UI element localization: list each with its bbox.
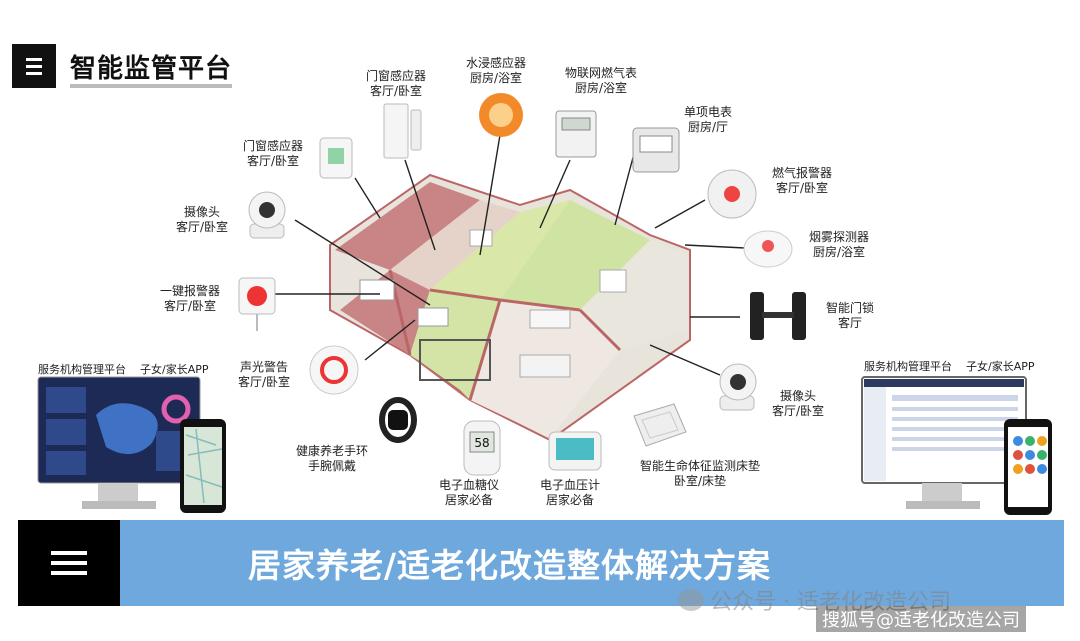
glucose-reading: 58 bbox=[474, 436, 489, 450]
device-name: 水浸感应器 bbox=[466, 56, 527, 70]
device-name: 门窗感应器 bbox=[243, 139, 304, 153]
wechat-watermark-text: 公众号 · 适老化改造公司 bbox=[710, 590, 951, 615]
device-name: 摄像头 bbox=[780, 389, 817, 403]
right-dashboard-monitor bbox=[861, 376, 1052, 515]
device-name: 摄像头 bbox=[184, 205, 221, 219]
device-room: 客厅/卧室 bbox=[246, 154, 300, 168]
alarm-siren-icon bbox=[309, 345, 359, 395]
device-room: 厨房/浴室 bbox=[574, 81, 628, 95]
sohu-watermark: 搜狐号@适老化改造公司 bbox=[816, 606, 1026, 632]
smoke-detector-label: 烟雾探测器 厨房/浴室 bbox=[809, 230, 869, 260]
right-platform-app-label: 子女/家长APP bbox=[966, 360, 1035, 373]
electric-meter-label: 单项电表 厨房/厅 bbox=[684, 105, 732, 135]
menu-icon[interactable] bbox=[12, 44, 56, 88]
smoke-detector-icon bbox=[743, 230, 793, 268]
camera-icon bbox=[719, 363, 757, 411]
device-name: 智能生命体征监测床垫 bbox=[640, 459, 761, 473]
water-sensor-label: 水浸感应器 厨房/浴室 bbox=[466, 56, 526, 86]
device-room: 客厅 bbox=[838, 316, 863, 330]
device-room: 客厅/卧室 bbox=[369, 84, 423, 98]
glucose-meter-icon: 58 bbox=[463, 420, 501, 476]
left-dashboard-monitor bbox=[37, 376, 226, 513]
device-room: 手腕佩戴 bbox=[308, 459, 357, 473]
wechat-icon bbox=[678, 589, 704, 611]
electric-meter-icon bbox=[632, 127, 680, 173]
device-room: 卧室/床垫 bbox=[673, 474, 727, 488]
device-name: 电子血糖仪 bbox=[439, 478, 500, 492]
wristband-icon bbox=[379, 397, 417, 443]
vital-mattress-label: 智能生命体征监测床垫 卧室/床垫 bbox=[640, 459, 760, 489]
door-sensor-small-icon bbox=[319, 137, 353, 179]
device-name: 一键报警器 bbox=[160, 284, 221, 298]
device-name: 物联网燃气表 bbox=[565, 66, 638, 80]
device-room: 客厅/卧室 bbox=[176, 220, 229, 234]
device-name: 智能门锁 bbox=[826, 301, 875, 315]
device-room: 居家必备 bbox=[546, 493, 595, 507]
sound-light-alarm-label: 声光警告 客厅/卧室 bbox=[238, 360, 290, 390]
door-sensor-icon bbox=[383, 103, 422, 159]
left-platform-app-label: 子女/家长APP bbox=[140, 363, 209, 376]
device-room: 客厅/卧室 bbox=[772, 404, 825, 418]
gas-meter-label: 物联网燃气表 厨房/浴室 bbox=[565, 66, 637, 96]
smart-lock-label: 智能门锁 客厅 bbox=[826, 301, 874, 331]
device-room: 厨房/厅 bbox=[687, 120, 729, 134]
device-name: 燃气报警器 bbox=[772, 166, 833, 180]
device-name: 电子血压计 bbox=[540, 478, 601, 492]
gas-alarm-label: 燃气报警器 客厅/卧室 bbox=[772, 166, 832, 196]
title-underline bbox=[70, 84, 232, 88]
device-name: 声光警告 bbox=[240, 360, 289, 374]
device-name: 门窗感应器 bbox=[366, 69, 427, 83]
solution-banner: 居家养老/适老化改造整体解决方案 bbox=[120, 520, 1064, 606]
camera-right-label: 摄像头 客厅/卧室 bbox=[772, 389, 824, 419]
vital-sign-mattress-icon bbox=[633, 403, 687, 447]
menu-icon[interactable] bbox=[18, 520, 120, 606]
device-name: 单项电表 bbox=[684, 105, 733, 119]
sos-button-label: 一键报警器 客厅/卧室 bbox=[160, 284, 220, 314]
gas-meter-icon bbox=[555, 110, 597, 158]
door-sensor-left-label: 门窗感应器 客厅/卧室 bbox=[243, 139, 303, 169]
house-illustration bbox=[329, 173, 691, 440]
page-header: 智能监管平台 bbox=[12, 44, 232, 88]
device-room: 客厅/卧室 bbox=[238, 375, 291, 389]
smart-lock-icon bbox=[750, 292, 806, 340]
left-platform-service-label: 服务机构管理平台 bbox=[38, 363, 126, 376]
blood-pressure-monitor-icon bbox=[548, 431, 602, 471]
device-room: 厨房/浴室 bbox=[469, 71, 523, 85]
bp-monitor-label: 电子血压计 居家必备 bbox=[540, 478, 600, 508]
camera-left-label: 摄像头 客厅/卧室 bbox=[176, 205, 228, 235]
water-sensor-icon bbox=[479, 93, 523, 137]
page-title: 智能监管平台 bbox=[70, 53, 233, 84]
glucose-meter-label: 电子血糖仪 居家必备 bbox=[439, 478, 499, 508]
right-platform-service-label: 服务机构管理平台 bbox=[864, 360, 952, 373]
camera-icon bbox=[248, 191, 286, 239]
sos-button-icon bbox=[238, 277, 276, 331]
gas-alarm-icon bbox=[707, 169, 757, 219]
device-room: 客厅/卧室 bbox=[775, 181, 829, 195]
wristband-label: 健康养老手环 手腕佩戴 bbox=[296, 444, 368, 474]
door-sensor-top-label: 门窗感应器 客厅/卧室 bbox=[366, 69, 426, 99]
wechat-watermark: 公众号 · 适老化改造公司 bbox=[678, 584, 951, 616]
device-room: 客厅/卧室 bbox=[163, 299, 217, 313]
device-room: 居家必备 bbox=[445, 493, 494, 507]
device-room: 厨房/浴室 bbox=[812, 245, 866, 259]
device-name: 健康养老手环 bbox=[296, 444, 369, 458]
banner-title: 居家养老/适老化改造整体解决方案 bbox=[248, 546, 772, 585]
device-name: 烟雾探测器 bbox=[809, 230, 870, 244]
